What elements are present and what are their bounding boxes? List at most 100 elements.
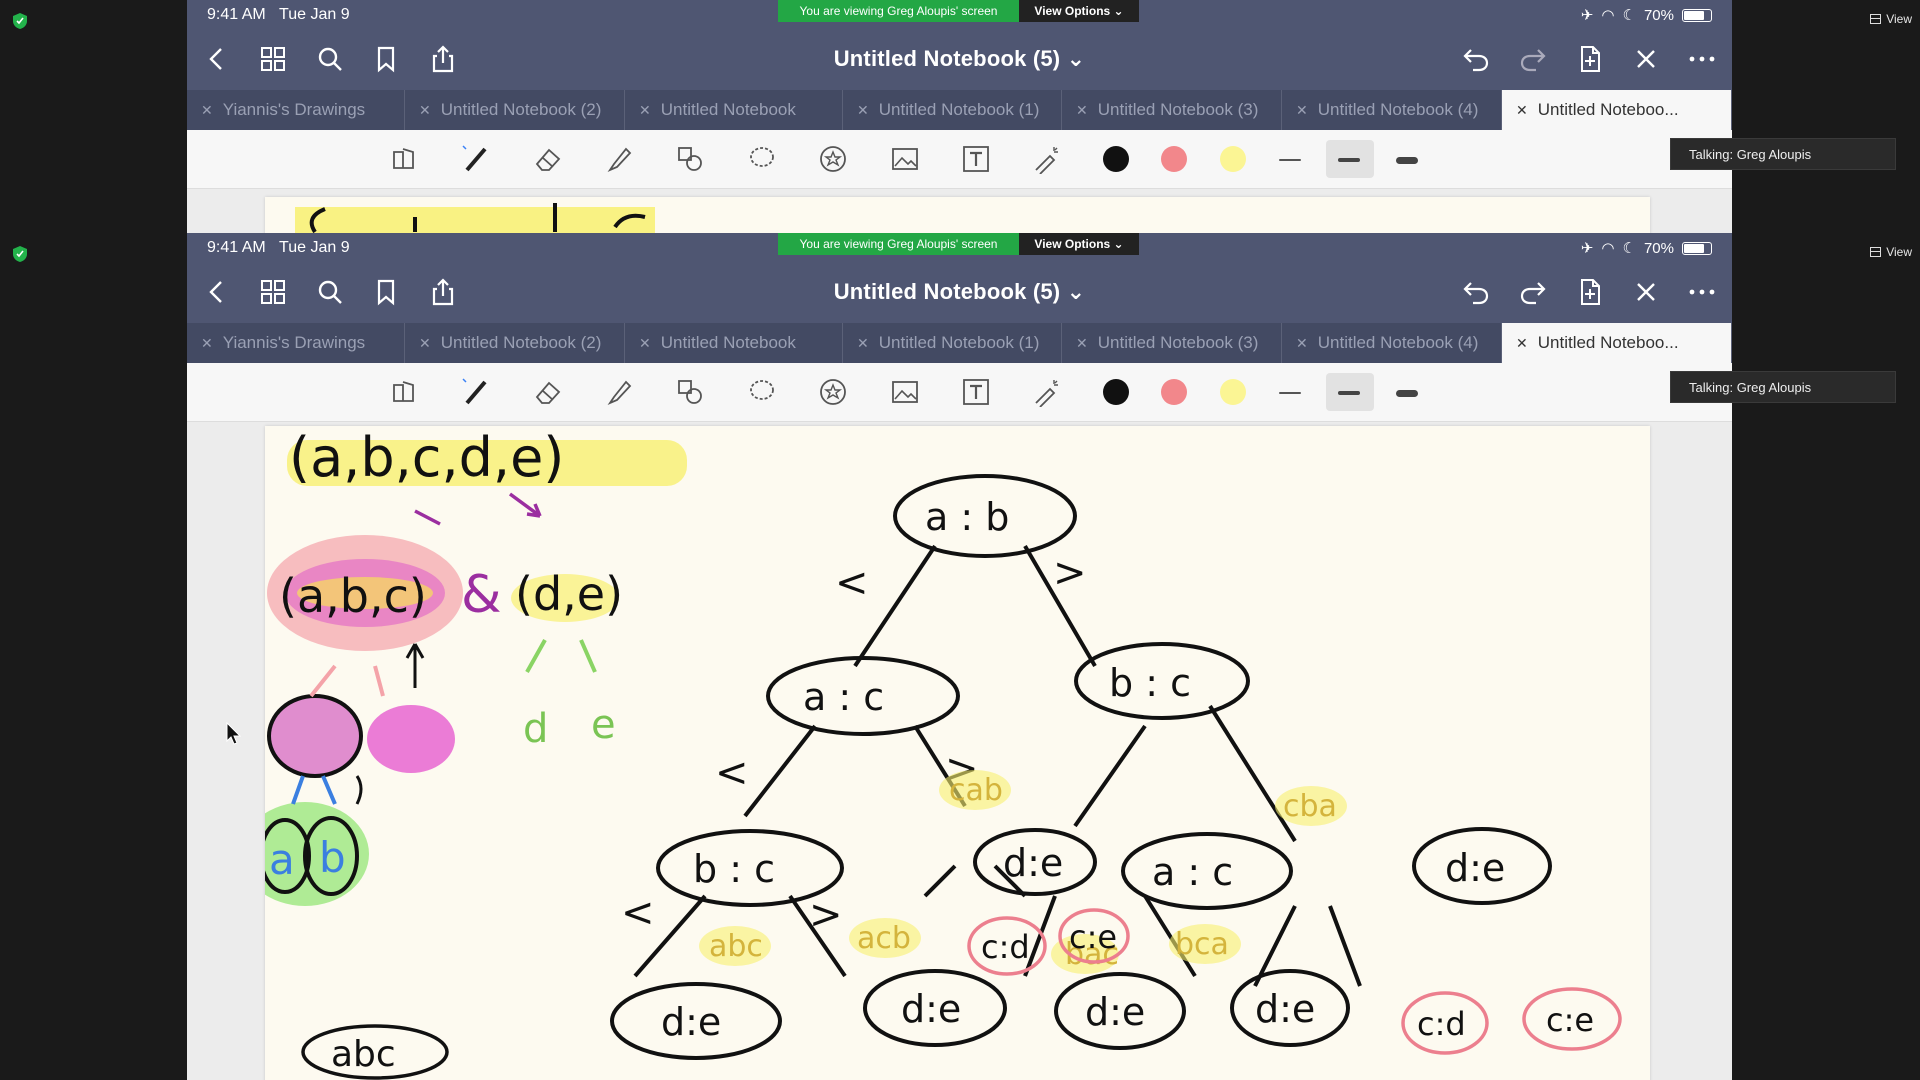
sticker-icon[interactable] xyxy=(818,377,848,407)
close-tab-icon[interactable]: ✕ xyxy=(857,102,869,118)
tab-untitled-notebook-5[interactable]: ✕Untitled Noteboo... xyxy=(1502,323,1732,363)
tab-untitled-notebook[interactable]: ✕Untitled Notebook xyxy=(625,323,843,363)
nav-bar: Untitled Notebook (5) ⌄ xyxy=(187,28,1732,90)
notebook-page[interactable]: (a,b,c,d,e) (a,b,c) & (d,e) d e a b abc xyxy=(265,426,1650,1080)
stroke-thick[interactable] xyxy=(1396,157,1418,164)
bookmark-icon[interactable] xyxy=(371,277,401,307)
search-icon[interactable] xyxy=(315,44,345,74)
color-pink-swatch[interactable] xyxy=(1161,146,1187,172)
redo-icon[interactable] xyxy=(1518,44,1548,74)
add-page-icon[interactable] xyxy=(1575,277,1605,307)
grid-icon[interactable] xyxy=(258,44,288,74)
grid-icon[interactable] xyxy=(258,277,288,307)
back-icon[interactable] xyxy=(202,44,232,74)
tab-untitled-notebook-1[interactable]: ✕Untitled Notebook (1) xyxy=(843,323,1062,363)
leaf-b-text: b xyxy=(319,833,346,882)
perm-cba: cba xyxy=(1283,789,1337,824)
close-tab-icon[interactable]: ✕ xyxy=(639,335,651,351)
close-icon[interactable] xyxy=(1631,277,1661,307)
share-banner: You are viewing Greg Aloupis' screen Vie… xyxy=(778,0,1139,22)
view-button[interactable]: View xyxy=(1870,245,1912,259)
close-tab-icon[interactable]: ✕ xyxy=(1296,102,1308,118)
close-tab-icon[interactable]: ✕ xyxy=(419,335,431,351)
magenta-blob xyxy=(367,705,455,773)
node-ac-text: a : c xyxy=(803,675,884,719)
shapes-icon[interactable] xyxy=(675,144,705,174)
tab-untitled-notebook-2[interactable]: ✕Untitled Notebook (2) xyxy=(405,90,625,130)
close-tab-icon[interactable]: ✕ xyxy=(1296,335,1308,351)
more-icon[interactable] xyxy=(1687,44,1717,74)
tab-untitled-notebook[interactable]: ✕Untitled Notebook xyxy=(625,90,843,130)
view-options-button[interactable]: View Options ⌄ xyxy=(1019,233,1139,255)
right-group-text: (d,e) xyxy=(515,567,623,621)
redo-icon[interactable] xyxy=(1518,277,1548,307)
stroke-medium[interactable] xyxy=(1338,391,1360,395)
stroke-thick[interactable] xyxy=(1396,390,1418,397)
close-tab-icon[interactable]: ✕ xyxy=(1516,335,1528,351)
color-pink-swatch[interactable] xyxy=(1161,379,1187,405)
battery-icon xyxy=(1682,241,1712,255)
tab-yiannis-drawings[interactable]: ✕Yiannis's Drawings xyxy=(187,323,405,363)
close-tab-icon[interactable]: ✕ xyxy=(201,335,213,351)
perm-cab: cab xyxy=(949,773,1003,808)
pen-icon[interactable] xyxy=(461,144,491,174)
share-icon[interactable] xyxy=(428,277,458,307)
undo-icon[interactable] xyxy=(1461,277,1491,307)
close-tab-icon[interactable]: ✕ xyxy=(201,102,213,118)
tab-untitled-notebook-1[interactable]: ✕Untitled Notebook (1) xyxy=(843,90,1062,130)
stroke-thin[interactable] xyxy=(1279,159,1301,161)
tab-untitled-notebook-3[interactable]: ✕Untitled Notebook (3) xyxy=(1062,323,1282,363)
tab-untitled-notebook-4[interactable]: ✕Untitled Notebook (4) xyxy=(1282,90,1502,130)
image-icon[interactable] xyxy=(890,377,920,407)
stroke-thin[interactable] xyxy=(1279,392,1301,394)
view-options-button[interactable]: View Options ⌄ xyxy=(1019,0,1139,22)
tab-untitled-notebook-2[interactable]: ✕Untitled Notebook (2) xyxy=(405,323,625,363)
tab-yiannis-drawings[interactable]: ✕Yiannis's Drawings xyxy=(187,90,405,130)
bookmark-icon[interactable] xyxy=(371,44,401,74)
text-icon[interactable] xyxy=(961,144,991,174)
tab-untitled-notebook-4[interactable]: ✕Untitled Notebook (4) xyxy=(1282,323,1502,363)
select-icon[interactable] xyxy=(389,144,419,174)
back-icon[interactable] xyxy=(202,277,232,307)
shapes-icon[interactable] xyxy=(675,377,705,407)
close-icon[interactable] xyxy=(1631,44,1661,74)
share-icon[interactable] xyxy=(428,44,458,74)
close-tab-icon[interactable]: ✕ xyxy=(1076,335,1088,351)
tab-untitled-notebook-3[interactable]: ✕Untitled Notebook (3) xyxy=(1062,90,1282,130)
laser-pointer-icon[interactable] xyxy=(1032,144,1062,174)
color-black-swatch[interactable] xyxy=(1103,379,1129,405)
undo-icon[interactable] xyxy=(1461,44,1491,74)
lasso-icon[interactable] xyxy=(747,144,777,174)
color-yellow-swatch[interactable] xyxy=(1220,146,1246,172)
color-yellow-swatch[interactable] xyxy=(1220,379,1246,405)
eraser-icon[interactable] xyxy=(533,377,563,407)
image-icon[interactable] xyxy=(890,144,920,174)
close-tab-icon[interactable]: ✕ xyxy=(857,335,869,351)
node-de-text: d:e xyxy=(1003,841,1063,885)
close-tab-icon[interactable]: ✕ xyxy=(419,102,431,118)
search-icon[interactable] xyxy=(315,277,345,307)
close-tab-icon[interactable]: ✕ xyxy=(1516,102,1528,118)
pen-icon[interactable] xyxy=(461,377,491,407)
notebook-title[interactable]: Untitled Notebook (5) ⌄ xyxy=(833,279,1086,304)
eraser-icon[interactable] xyxy=(533,144,563,174)
wifi-icon: ◠ xyxy=(1601,7,1615,24)
sticker-icon[interactable] xyxy=(818,144,848,174)
more-icon[interactable] xyxy=(1687,277,1717,307)
add-page-icon[interactable] xyxy=(1575,44,1605,74)
view-button[interactable]: View xyxy=(1870,12,1912,26)
laser-pointer-icon[interactable] xyxy=(1032,377,1062,407)
select-icon[interactable] xyxy=(389,377,419,407)
notebook-title[interactable]: Untitled Notebook (5) ⌄ xyxy=(833,46,1086,71)
tab-untitled-notebook-5[interactable]: ✕Untitled Noteboo... xyxy=(1502,90,1732,130)
highlighter-icon[interactable] xyxy=(604,144,634,174)
abc-ellipse xyxy=(301,1024,449,1080)
close-tab-icon[interactable]: ✕ xyxy=(1076,102,1088,118)
text-icon[interactable] xyxy=(961,377,991,407)
close-tab-icon[interactable]: ✕ xyxy=(639,102,651,118)
lasso-icon[interactable] xyxy=(747,377,777,407)
color-black-swatch[interactable] xyxy=(1103,146,1129,172)
highlighter-icon[interactable] xyxy=(604,377,634,407)
node-de-3-text: d:e xyxy=(661,1000,721,1044)
stroke-medium[interactable] xyxy=(1338,158,1360,162)
